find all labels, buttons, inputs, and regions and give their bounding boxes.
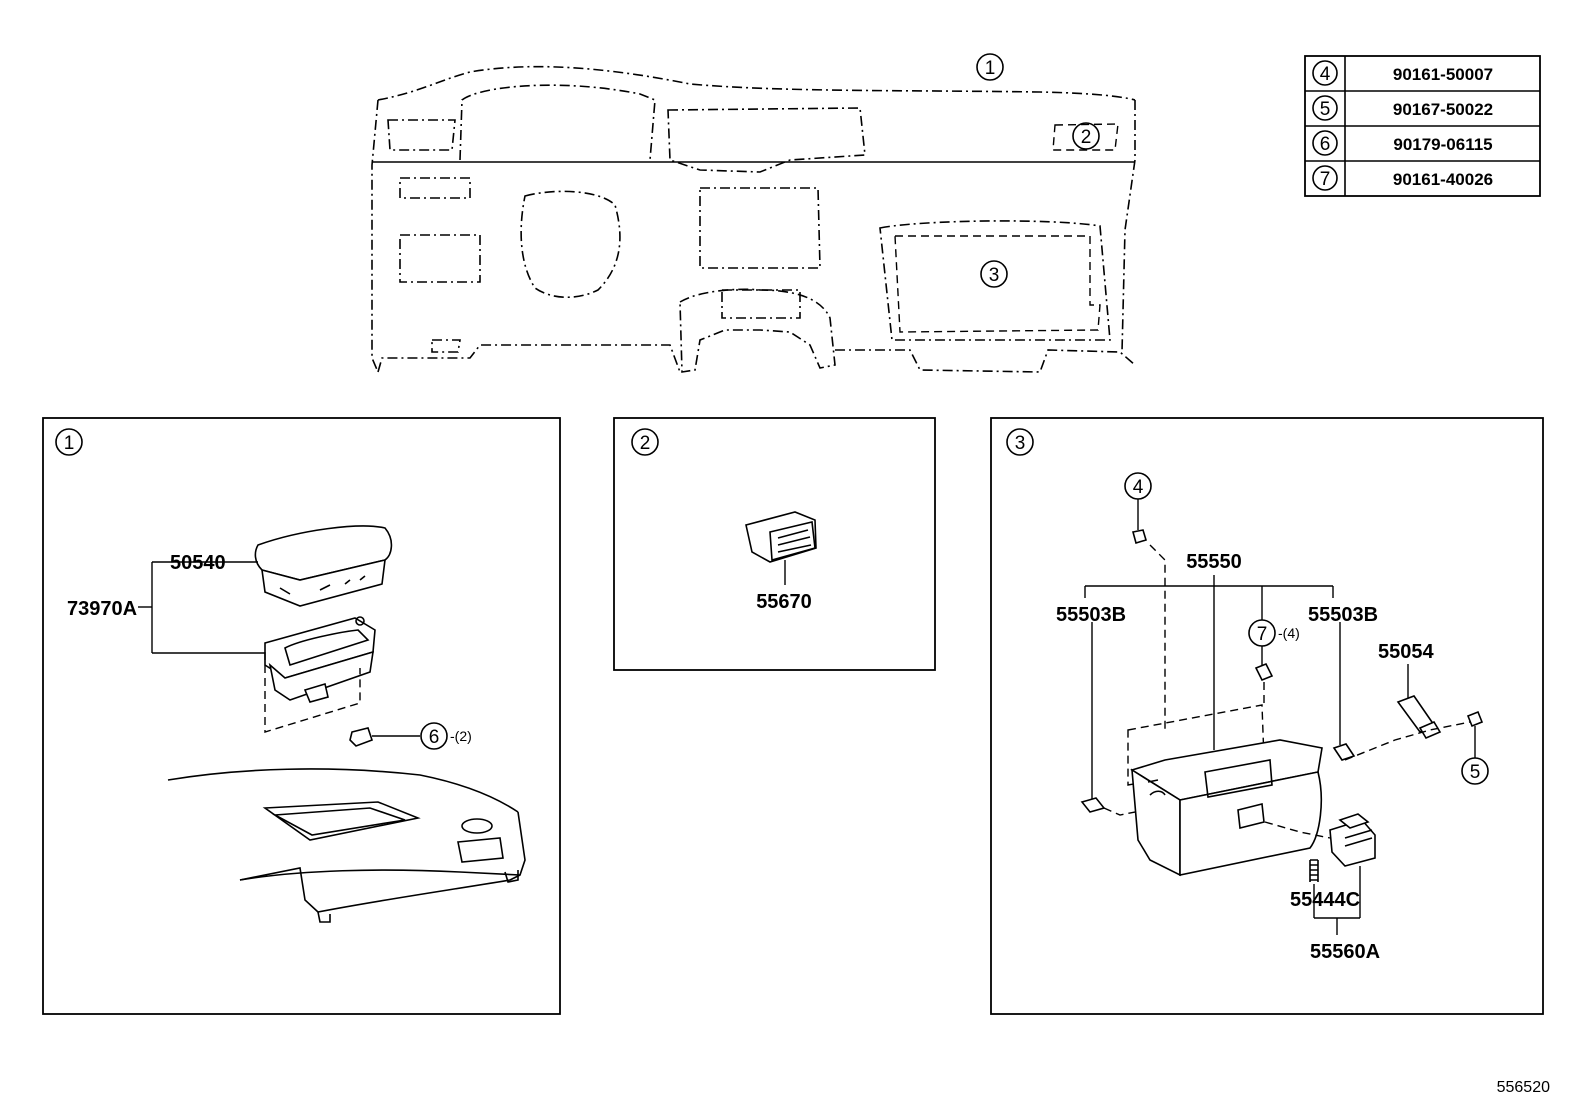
screw-qty: -(4) bbox=[1278, 625, 1300, 641]
callout-1-text: 1 bbox=[985, 58, 996, 79]
callout-3: 3 bbox=[980, 260, 1008, 288]
bolt-top-ref: 4 bbox=[1133, 477, 1144, 498]
callout-2: 2 bbox=[1072, 122, 1100, 150]
panel-3: 3 4 55550 55503B 55503B 7 -(4) bbox=[990, 417, 1544, 1015]
table-ref: 5 bbox=[1320, 99, 1331, 120]
bolt-right-ref: 5 bbox=[1470, 762, 1481, 783]
table-part-number: 90161-50007 bbox=[1393, 65, 1493, 84]
label-55670: 55670 bbox=[756, 591, 812, 613]
callout-2-text: 2 bbox=[1081, 127, 1092, 148]
spring-part bbox=[1309, 859, 1319, 882]
nut-qty: -(2) bbox=[450, 728, 472, 744]
table-row: 6 90179-06115 bbox=[1312, 130, 1493, 156]
panel-1-tag: 1 bbox=[64, 433, 75, 454]
lock-part bbox=[1329, 813, 1376, 867]
label-55550: 55550 bbox=[1186, 551, 1242, 573]
table-ref: 6 bbox=[1320, 134, 1331, 155]
label-55503b-left: 55503B bbox=[1056, 604, 1126, 626]
bolt-right-part bbox=[1466, 710, 1484, 728]
panel-1: 1 6 -(2) 50540 73970A bbox=[42, 417, 561, 1015]
airbag-module-part bbox=[264, 616, 376, 703]
instrument-panel-overview: 1 2 3 bbox=[371, 53, 1136, 373]
panel-2: 2 55670 bbox=[613, 417, 936, 671]
label-50540: 50540 bbox=[170, 552, 226, 574]
table-part-number: 90179-06115 bbox=[1393, 135, 1492, 154]
table-part-number: 90167-50022 bbox=[1393, 100, 1493, 119]
airbag-cover-part bbox=[254, 525, 393, 607]
label-55503b-right: 55503B bbox=[1308, 604, 1378, 626]
glove-box-part bbox=[1130, 739, 1323, 877]
screw-part bbox=[1254, 662, 1274, 682]
callout-3-text: 3 bbox=[989, 265, 1000, 286]
label-55444c: 55444C bbox=[1290, 889, 1360, 911]
table-ref: 7 bbox=[1320, 169, 1331, 190]
side-vent-part bbox=[745, 511, 817, 563]
bolt-top-part bbox=[1132, 529, 1147, 545]
parts-table: 4 90161-50007 5 90167-50022 6 90179-0611… bbox=[1304, 55, 1541, 197]
stop-left-part bbox=[1080, 797, 1106, 813]
label-55560a: 55560A bbox=[1310, 941, 1380, 963]
table-row: 5 90167-50022 bbox=[1312, 95, 1493, 121]
nut-part bbox=[349, 727, 374, 747]
callout-1: 1 bbox=[976, 53, 1004, 81]
table-row: 4 90161-50007 bbox=[1312, 60, 1493, 86]
table-part-number: 90161-40026 bbox=[1393, 170, 1493, 189]
diagram-id: 556520 bbox=[1497, 1079, 1550, 1096]
dashboard-section bbox=[167, 768, 526, 923]
screw-ref: 7 bbox=[1257, 624, 1268, 645]
panel-3-tag: 3 bbox=[1015, 433, 1026, 454]
label-73970a: 73970A bbox=[67, 598, 137, 620]
table-ref: 4 bbox=[1320, 64, 1331, 85]
table-row: 7 90161-40026 bbox=[1312, 165, 1493, 191]
label-55054: 55054 bbox=[1378, 641, 1434, 663]
panel-2-tag: 2 bbox=[640, 433, 651, 454]
stop-right-part bbox=[1332, 743, 1356, 761]
nut-ref: 6 bbox=[429, 727, 440, 748]
